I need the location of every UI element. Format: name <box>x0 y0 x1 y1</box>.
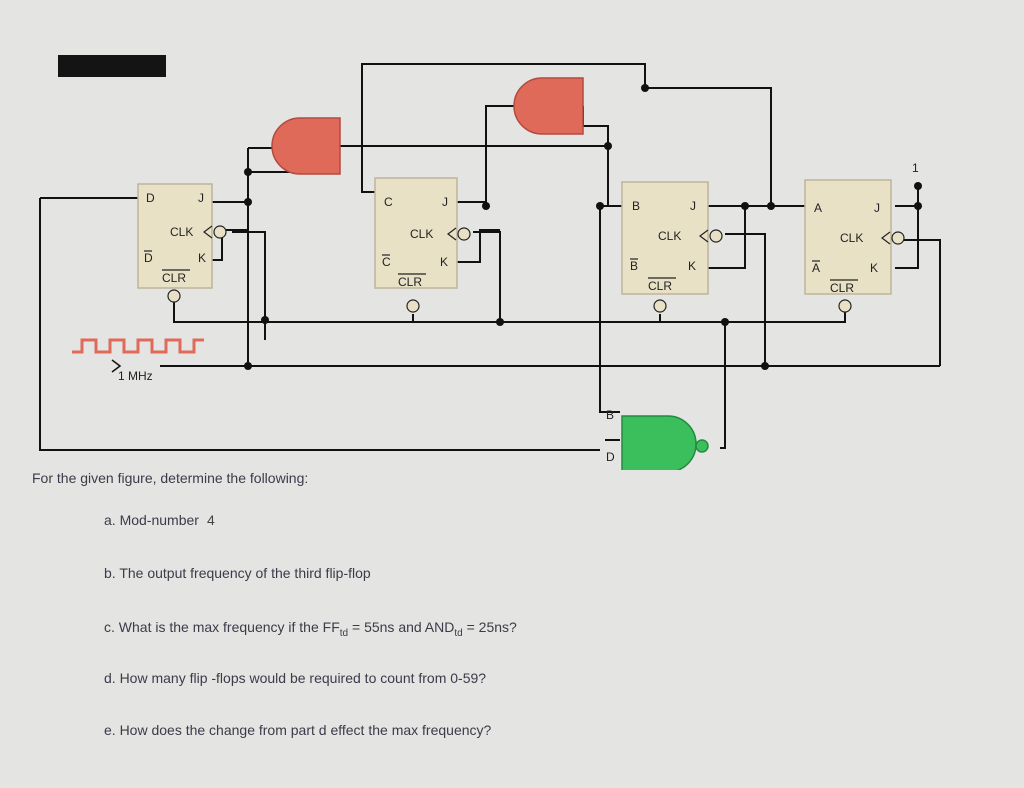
ff-c-k: K <box>440 255 448 269</box>
ff-a-clk-icon <box>881 231 891 245</box>
ff-a-k: K <box>870 261 878 275</box>
question-b: b. The output frequency of the third fli… <box>104 565 371 581</box>
ff-c-clr: CLR <box>398 275 422 289</box>
clock-waveform <box>72 338 204 354</box>
flipflop-a: A J CLK A K CLR <box>804 179 905 313</box>
question-a: a. Mod-number 4 <box>104 512 215 528</box>
ff-b-q: B <box>632 199 640 213</box>
ff-d-q: D <box>146 191 155 205</box>
ff-d-clk: CLK <box>170 225 193 239</box>
ff-d-qbar: D <box>144 251 153 265</box>
ff-b-qbar: B <box>630 259 638 273</box>
ff-c-clk-icon <box>447 227 457 241</box>
questions-intro: For the given figure, determine the foll… <box>32 470 309 486</box>
ff-d-j: J <box>198 191 204 205</box>
and-gate-left <box>271 117 341 175</box>
circuit-diagram: B D 1 MHz 1 D J CLK D K CLR C J CLK C K … <box>39 63 941 470</box>
input-high-label: 1 <box>912 161 919 175</box>
question-a-text: a. Mod-number <box>104 512 199 528</box>
ff-d-clr: CLR <box>162 271 186 285</box>
ff-a-clk: CLK <box>840 231 863 245</box>
question-c-post: = 25ns? <box>462 619 517 635</box>
question-d: d. How many flip -flops would be require… <box>104 670 487 686</box>
nand-bubble <box>695 439 709 453</box>
question-a-answer: 4 <box>206 512 215 528</box>
clock-label: 1 MHz <box>118 369 153 383</box>
flipflop-d: D J CLK D K CLR <box>137 183 227 303</box>
flipflop-c: C J CLK C K CLR <box>374 177 471 313</box>
ff-b-clr: CLR <box>648 279 672 293</box>
ff-c-j: J <box>442 195 448 209</box>
question-c: c. What is the max frequency if the FFtd… <box>104 619 517 639</box>
question-c-mid: = 55ns and AND <box>348 619 455 635</box>
question-c-sub1: td <box>339 627 349 639</box>
ff-c-q: C <box>384 195 393 209</box>
ff-d-clk-icon <box>203 225 213 239</box>
nand-input-b: B <box>606 408 614 422</box>
ff-a-j: J <box>874 201 880 215</box>
flipflop-b: B J CLK B K CLR <box>621 181 723 313</box>
clock-arrow-icon <box>111 359 122 373</box>
ff-b-clk-icon <box>699 229 709 243</box>
ff-b-j: J <box>690 199 696 213</box>
redacted-bar <box>58 55 166 77</box>
question-c-pre: c. What is the max frequency if the FF <box>104 619 340 635</box>
ff-a-clr: CLR <box>830 281 854 295</box>
ff-c-qbar: C <box>382 255 391 269</box>
nand-input-d: D <box>606 450 615 464</box>
ff-a-q: A <box>814 201 822 215</box>
question-e: e. How does the change from part d effec… <box>104 722 492 738</box>
nand-gate <box>621 415 697 470</box>
question-c-sub2: td <box>454 627 463 639</box>
junction-dots <box>244 84 922 370</box>
ff-a-qbar: A <box>812 261 820 275</box>
ff-b-k: K <box>688 259 696 273</box>
ff-b-clk: CLK <box>658 229 681 243</box>
wires <box>39 63 941 451</box>
and-gate-right <box>513 77 584 135</box>
ff-d-k: K <box>198 251 206 265</box>
ff-c-clk: CLK <box>410 227 433 241</box>
